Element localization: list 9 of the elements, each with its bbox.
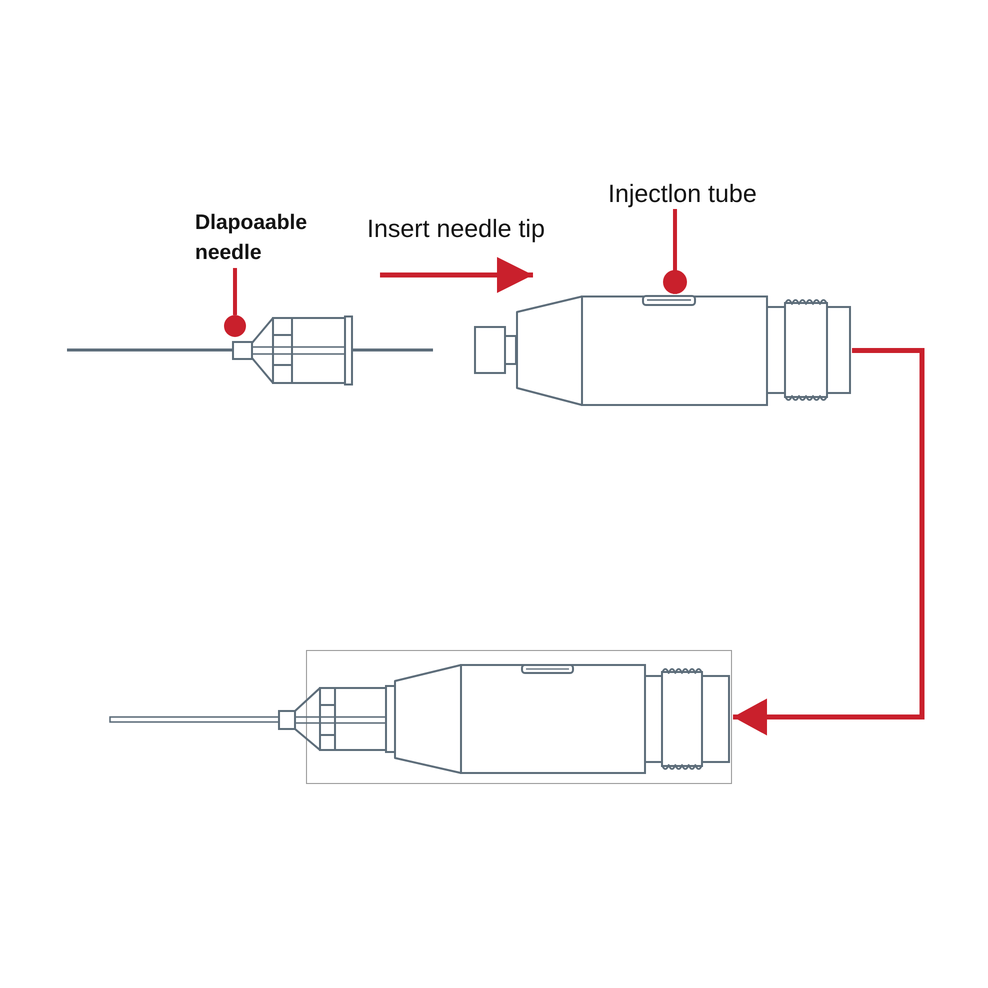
part-label: Injectlon tube	[608, 179, 757, 209]
needle-and-tube-assembly-drawing	[108, 648, 733, 786]
injection-tube-drawing	[473, 294, 852, 407]
leader-line	[663, 209, 687, 294]
needle-drawing	[66, 315, 434, 386]
part-label: Dlapoaable needle	[195, 208, 320, 268]
arrow	[380, 257, 533, 293]
arrow	[733, 348, 924, 736]
leader-line	[224, 268, 246, 337]
